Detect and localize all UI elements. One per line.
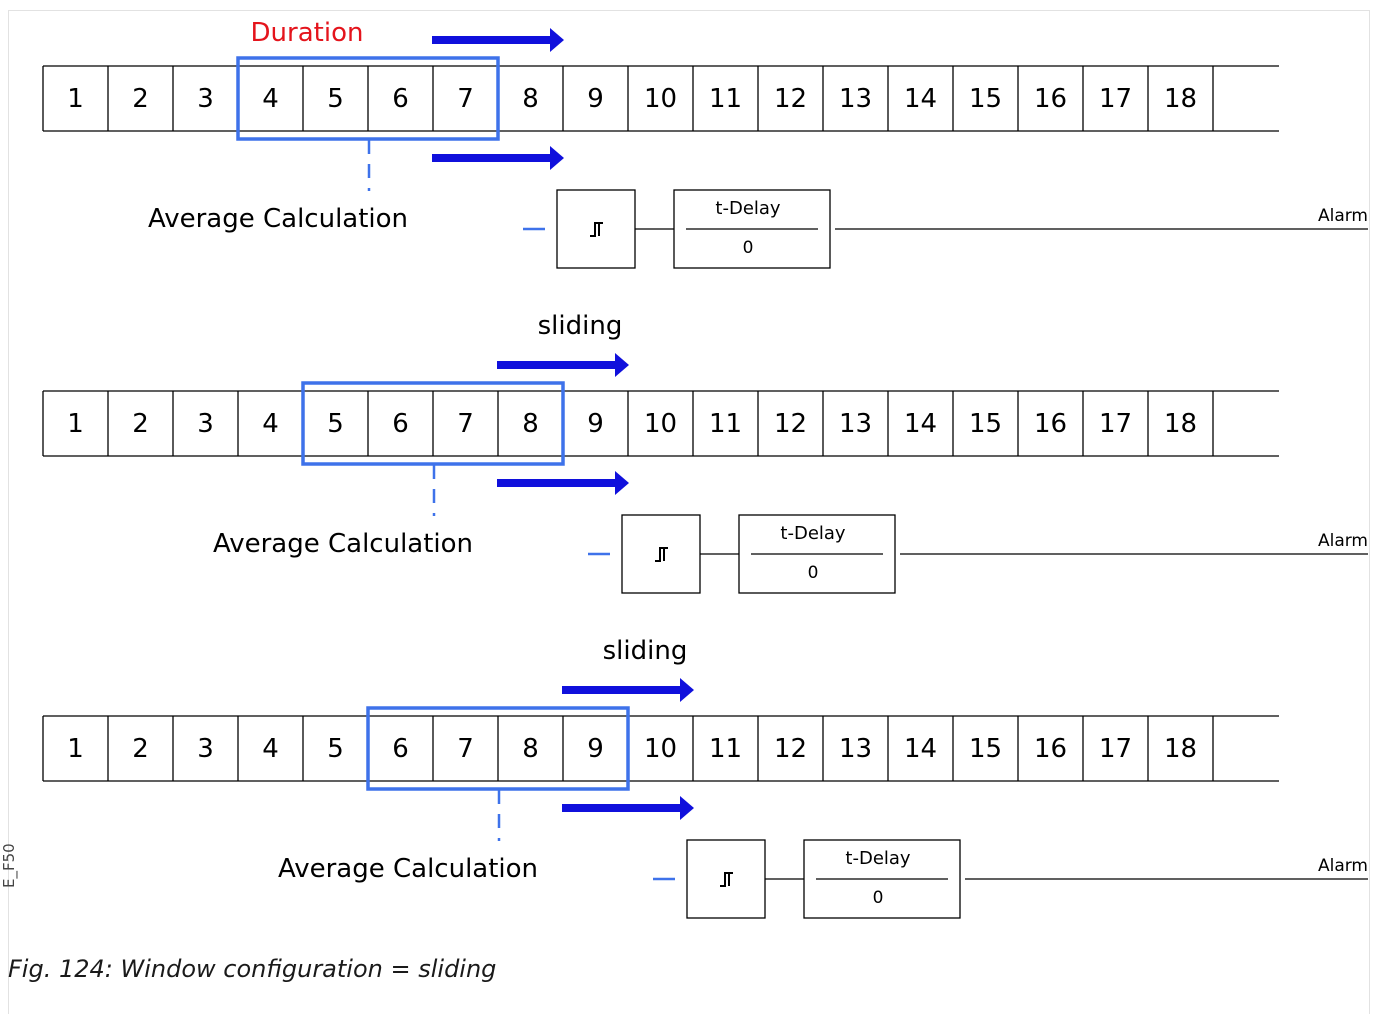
sliding-label: sliding xyxy=(603,636,688,666)
step-block xyxy=(686,839,766,919)
time-cell: 18 xyxy=(1164,734,1197,764)
time-cell: 15 xyxy=(969,409,1002,439)
time-cell: 5 xyxy=(327,734,344,764)
figure-caption: Fig. 124: Window configuration = sliding xyxy=(8,955,497,983)
time-cell: 4 xyxy=(262,734,279,764)
time-cell: 11 xyxy=(709,734,742,764)
time-cell: 2 xyxy=(132,409,149,439)
alarm-label: Alarm xyxy=(1318,856,1368,876)
step-function-icon xyxy=(720,872,733,887)
time-cell: 5 xyxy=(327,84,344,114)
time-cell: 14 xyxy=(904,734,937,764)
time-cell: 6 xyxy=(392,409,409,439)
time-cell: 5 xyxy=(327,409,344,439)
time-cell: 3 xyxy=(197,84,214,114)
time-cell: 7 xyxy=(457,734,474,764)
time-cell: 7 xyxy=(457,409,474,439)
delay-label: t-Delay xyxy=(845,848,911,869)
time-cell: 4 xyxy=(262,409,279,439)
time-cell: 16 xyxy=(1034,409,1067,439)
time-cell: 10 xyxy=(644,734,677,764)
time-cell: 9 xyxy=(587,734,604,764)
time-cell: 8 xyxy=(522,84,539,114)
average-calculation-label: Average Calculation xyxy=(213,529,473,559)
average-calculation-label: Average Calculation xyxy=(278,854,538,884)
slide-arrow-top xyxy=(497,353,629,377)
alarm-label: Alarm xyxy=(1318,531,1368,551)
slide-arrow-top xyxy=(562,678,694,702)
time-cell: 11 xyxy=(709,409,742,439)
time-cell: 6 xyxy=(392,734,409,764)
time-cell: 10 xyxy=(644,409,677,439)
delay-value: 0 xyxy=(873,888,884,908)
time-cell: 10 xyxy=(644,84,677,114)
averaging-window xyxy=(366,706,630,791)
time-cell: 17 xyxy=(1099,84,1132,114)
time-cell: 17 xyxy=(1099,409,1132,439)
time-cell: 6 xyxy=(392,84,409,114)
time-cell: 7 xyxy=(457,84,474,114)
time-cell: 2 xyxy=(132,84,149,114)
time-cell: 8 xyxy=(522,409,539,439)
time-cell: 2 xyxy=(132,734,149,764)
figure-side-id: E_F50 xyxy=(0,843,18,888)
slide-arrow-bottom xyxy=(497,471,629,495)
slide-arrow-bottom xyxy=(562,796,694,820)
time-cell: 1 xyxy=(67,409,84,439)
slide-arrow-top xyxy=(432,28,564,52)
time-cell: 1 xyxy=(67,84,84,114)
alarm-label: Alarm xyxy=(1318,206,1368,226)
step-function-icon xyxy=(590,222,603,237)
figure-frame xyxy=(8,10,1370,1014)
time-cell: 16 xyxy=(1034,734,1067,764)
delay-value: 0 xyxy=(743,238,754,258)
time-cell: 9 xyxy=(587,84,604,114)
time-cell: 9 xyxy=(587,409,604,439)
delay-label: t-Delay xyxy=(780,523,846,544)
time-cell: 15 xyxy=(969,734,1002,764)
time-cell: 12 xyxy=(774,84,807,114)
time-cell: 8 xyxy=(522,734,539,764)
time-cell: 17 xyxy=(1099,734,1132,764)
time-cell: 12 xyxy=(774,409,807,439)
time-cell: 16 xyxy=(1034,84,1067,114)
sliding-label: sliding xyxy=(538,311,623,341)
averaging-window xyxy=(236,56,500,141)
time-cell: 14 xyxy=(904,84,937,114)
delay-value: 0 xyxy=(808,563,819,583)
delay-label: t-Delay xyxy=(715,198,781,219)
slide-arrow-bottom xyxy=(432,146,564,170)
time-cell: 4 xyxy=(262,84,279,114)
average-calculation-label: Average Calculation xyxy=(148,204,408,234)
time-cell: 3 xyxy=(197,734,214,764)
time-cell: 18 xyxy=(1164,84,1197,114)
time-cell: 18 xyxy=(1164,409,1197,439)
time-cell: 13 xyxy=(839,409,872,439)
averaging-window xyxy=(301,381,565,466)
time-cell: 13 xyxy=(839,734,872,764)
time-cell: 14 xyxy=(904,409,937,439)
duration-label: Duration xyxy=(251,18,364,48)
time-cell: 15 xyxy=(969,84,1002,114)
time-cell: 12 xyxy=(774,734,807,764)
time-cell: 11 xyxy=(709,84,742,114)
time-cell: 3 xyxy=(197,409,214,439)
step-function-icon xyxy=(655,547,668,562)
time-cell: 13 xyxy=(839,84,872,114)
time-cell: 1 xyxy=(67,734,84,764)
